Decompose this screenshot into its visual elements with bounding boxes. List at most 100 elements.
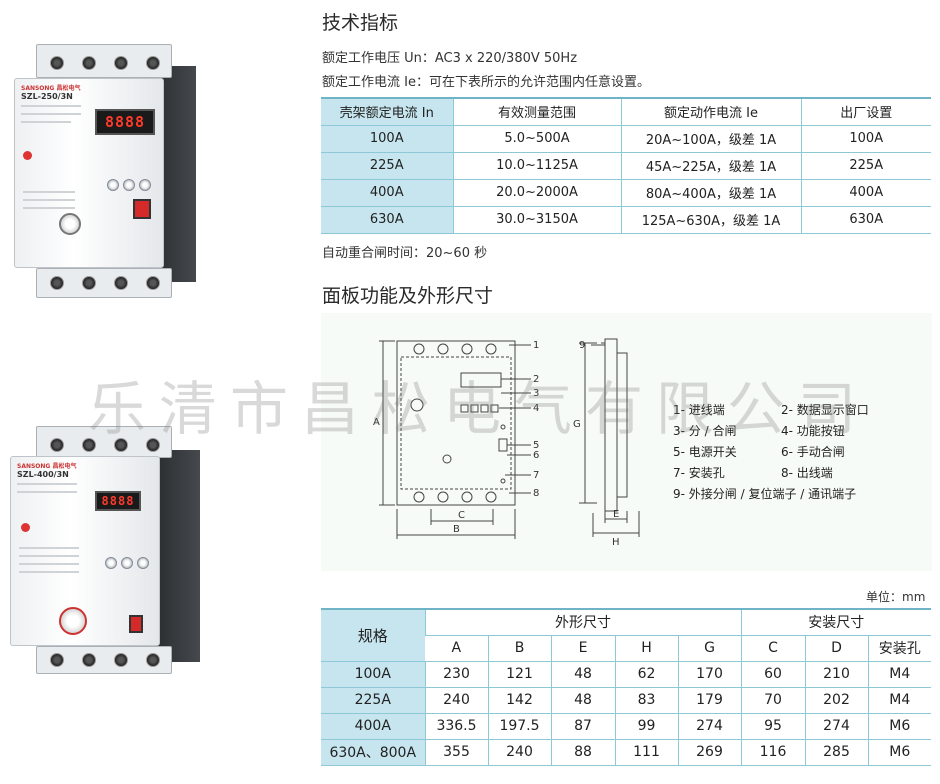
dim-label-g: G bbox=[573, 419, 581, 430]
table-cell: 225A bbox=[321, 152, 453, 180]
device-side-panel bbox=[156, 450, 200, 662]
table-cell: 240 bbox=[424, 687, 488, 714]
section-title-tech-specs: 技术指标 bbox=[322, 12, 399, 34]
table-cell: 336.5 bbox=[424, 713, 488, 740]
terminal-screw-icon bbox=[50, 653, 64, 667]
terminal-screw-icon bbox=[114, 438, 128, 452]
table-cell: 285 bbox=[804, 739, 868, 766]
table-header-row: 规格 外形尺寸 安装尺寸 bbox=[321, 608, 931, 662]
table-cell: 630A bbox=[800, 206, 931, 234]
table-cell: 125A~630A，级差 1A bbox=[620, 206, 801, 234]
table-cell: 48 bbox=[550, 687, 615, 714]
function-button-icon bbox=[137, 557, 149, 569]
rated-current-text: 额定工作电流 Ie：可在下表所示的允许范围内任意设置。 bbox=[322, 75, 650, 90]
device-front-panel: SANSONG 昌松电气 SZL-400/3N 8888 bbox=[10, 456, 160, 646]
callout-1: 1 bbox=[533, 340, 539, 351]
table-cell: 111 bbox=[614, 739, 678, 766]
terminal-screw-icon bbox=[82, 56, 96, 70]
table-row: 630A 30.0~3150A 125A~630A，级差 1A 630A bbox=[321, 206, 931, 234]
digital-display: 8888 bbox=[95, 491, 141, 511]
terminal-screw-icon bbox=[114, 276, 128, 290]
callout-5: 5 bbox=[533, 440, 539, 451]
panel-divider bbox=[21, 105, 81, 107]
callout-2: 2 bbox=[533, 374, 539, 385]
terminal-screw-icon bbox=[50, 56, 64, 70]
legend-item-9: 9- 外接分闸 / 复位端子 / 通讯端子 bbox=[673, 487, 857, 501]
table-cell: 230 bbox=[424, 661, 488, 688]
table-cell: 80A~400A，级差 1A bbox=[620, 179, 801, 207]
table-cell: M4 bbox=[867, 661, 931, 688]
panel-divider bbox=[23, 207, 75, 209]
dim-label-b: B bbox=[453, 524, 460, 535]
column-header: C bbox=[740, 635, 805, 662]
table-cell: M6 bbox=[867, 739, 931, 766]
table-row: 100A 5.0~500A 20A~100A，级差 1A 100A bbox=[321, 125, 931, 153]
legend-item-6: 6- 手动合闸 bbox=[781, 445, 845, 459]
table-cell: 210 bbox=[804, 661, 868, 688]
function-button-icon bbox=[107, 179, 119, 191]
indicator-light-icon bbox=[21, 523, 30, 532]
table-cell: 355 bbox=[424, 739, 488, 766]
legend-item-8: 8- 出线端 bbox=[781, 466, 833, 480]
table-cell: 121 bbox=[487, 661, 551, 688]
table-cell: 48 bbox=[550, 661, 615, 688]
device-front-panel: SANSONG 昌松电气 SZL-250/3N 8888 bbox=[14, 78, 164, 268]
table-cell: M6 bbox=[867, 713, 931, 740]
legend-item-1: 1- 进线端 bbox=[673, 403, 725, 417]
callout-7: 7 bbox=[533, 470, 539, 481]
table-row: 400A 20.0~2000A 80A~400A，级差 1A 400A bbox=[321, 179, 931, 207]
column-header: 出厂设置 bbox=[800, 97, 931, 126]
panel-divider bbox=[17, 483, 77, 485]
table-cell: 87 bbox=[550, 713, 615, 740]
dimension-drawing: A G C B E H 1 2 3 4 5 6 7 8 9 bbox=[373, 338, 640, 548]
table-cell: 20A~100A，级差 1A bbox=[620, 125, 801, 153]
column-header: 有效测量范围 bbox=[452, 97, 621, 126]
table-cell: 62 bbox=[614, 661, 678, 688]
table-cell: M4 bbox=[867, 687, 931, 714]
terminal-screw-icon bbox=[82, 653, 96, 667]
table-cell: 70 bbox=[740, 687, 805, 714]
power-switch-icon bbox=[133, 199, 151, 219]
table-cell: 630A bbox=[321, 206, 453, 234]
terminal-screw-icon bbox=[146, 653, 160, 667]
table-cell: 225A bbox=[800, 152, 931, 180]
dim-label-c: C bbox=[458, 510, 465, 521]
terminal-screw-icon bbox=[82, 438, 96, 452]
legend-item-3: 3- 分 / 合闸 bbox=[673, 424, 737, 438]
panel-divider bbox=[17, 491, 77, 493]
table-cell: 142 bbox=[487, 687, 551, 714]
table-cell: 99 bbox=[614, 713, 678, 740]
reclose-time-text: 自动重合闸时间：20~60 秒 bbox=[322, 246, 488, 261]
table-cell: 274 bbox=[677, 713, 741, 740]
column-header: B bbox=[487, 635, 551, 662]
panel-divider bbox=[21, 121, 71, 123]
callout-8: 8 bbox=[533, 488, 539, 499]
panel-divider bbox=[19, 571, 79, 573]
terminal-screw-icon bbox=[82, 276, 96, 290]
table-cell: 83 bbox=[614, 687, 678, 714]
table-cell: 400A bbox=[321, 713, 425, 740]
table-cell: 100A bbox=[321, 661, 425, 688]
product-photo-szl-250: SANSONG 昌松电气 SZL-250/3N 8888 bbox=[8, 44, 198, 302]
brand-label: SANSONG 昌松电气 bbox=[17, 463, 77, 470]
table-cell: 30.0~3150A bbox=[452, 206, 621, 234]
column-header: D bbox=[804, 635, 868, 662]
column-header: G bbox=[677, 635, 741, 662]
digital-display: 8888 bbox=[95, 109, 155, 135]
terminal-screw-icon bbox=[114, 653, 128, 667]
table-cell: 45A~225A，级差 1A bbox=[620, 152, 801, 180]
unit-label: 单位：mm bbox=[866, 590, 926, 604]
table-row: 400A 336.5 197.5 87 99 274 95 274 M6 bbox=[321, 713, 931, 740]
table-cell: 400A bbox=[800, 179, 931, 207]
product-photo-szl-400: SANSONG 昌松电气 SZL-400/3N 8888 bbox=[6, 426, 202, 676]
dim-label-a: A bbox=[373, 417, 380, 428]
function-button-icon bbox=[121, 557, 133, 569]
dim-label-h: H bbox=[612, 537, 620, 548]
column-header: H bbox=[614, 635, 678, 662]
table-cell: 197.5 bbox=[487, 713, 551, 740]
panel-divider bbox=[23, 199, 75, 201]
legend-item-2: 2- 数据显示窗口 bbox=[781, 403, 869, 417]
panel-divider bbox=[19, 555, 79, 557]
install-size-header: 安装尺寸 bbox=[740, 608, 931, 636]
spec-table: 壳架额定电流 In 有效测量范围 额定动作电流 Ie 出厂设置 100A 5.0… bbox=[321, 97, 931, 234]
